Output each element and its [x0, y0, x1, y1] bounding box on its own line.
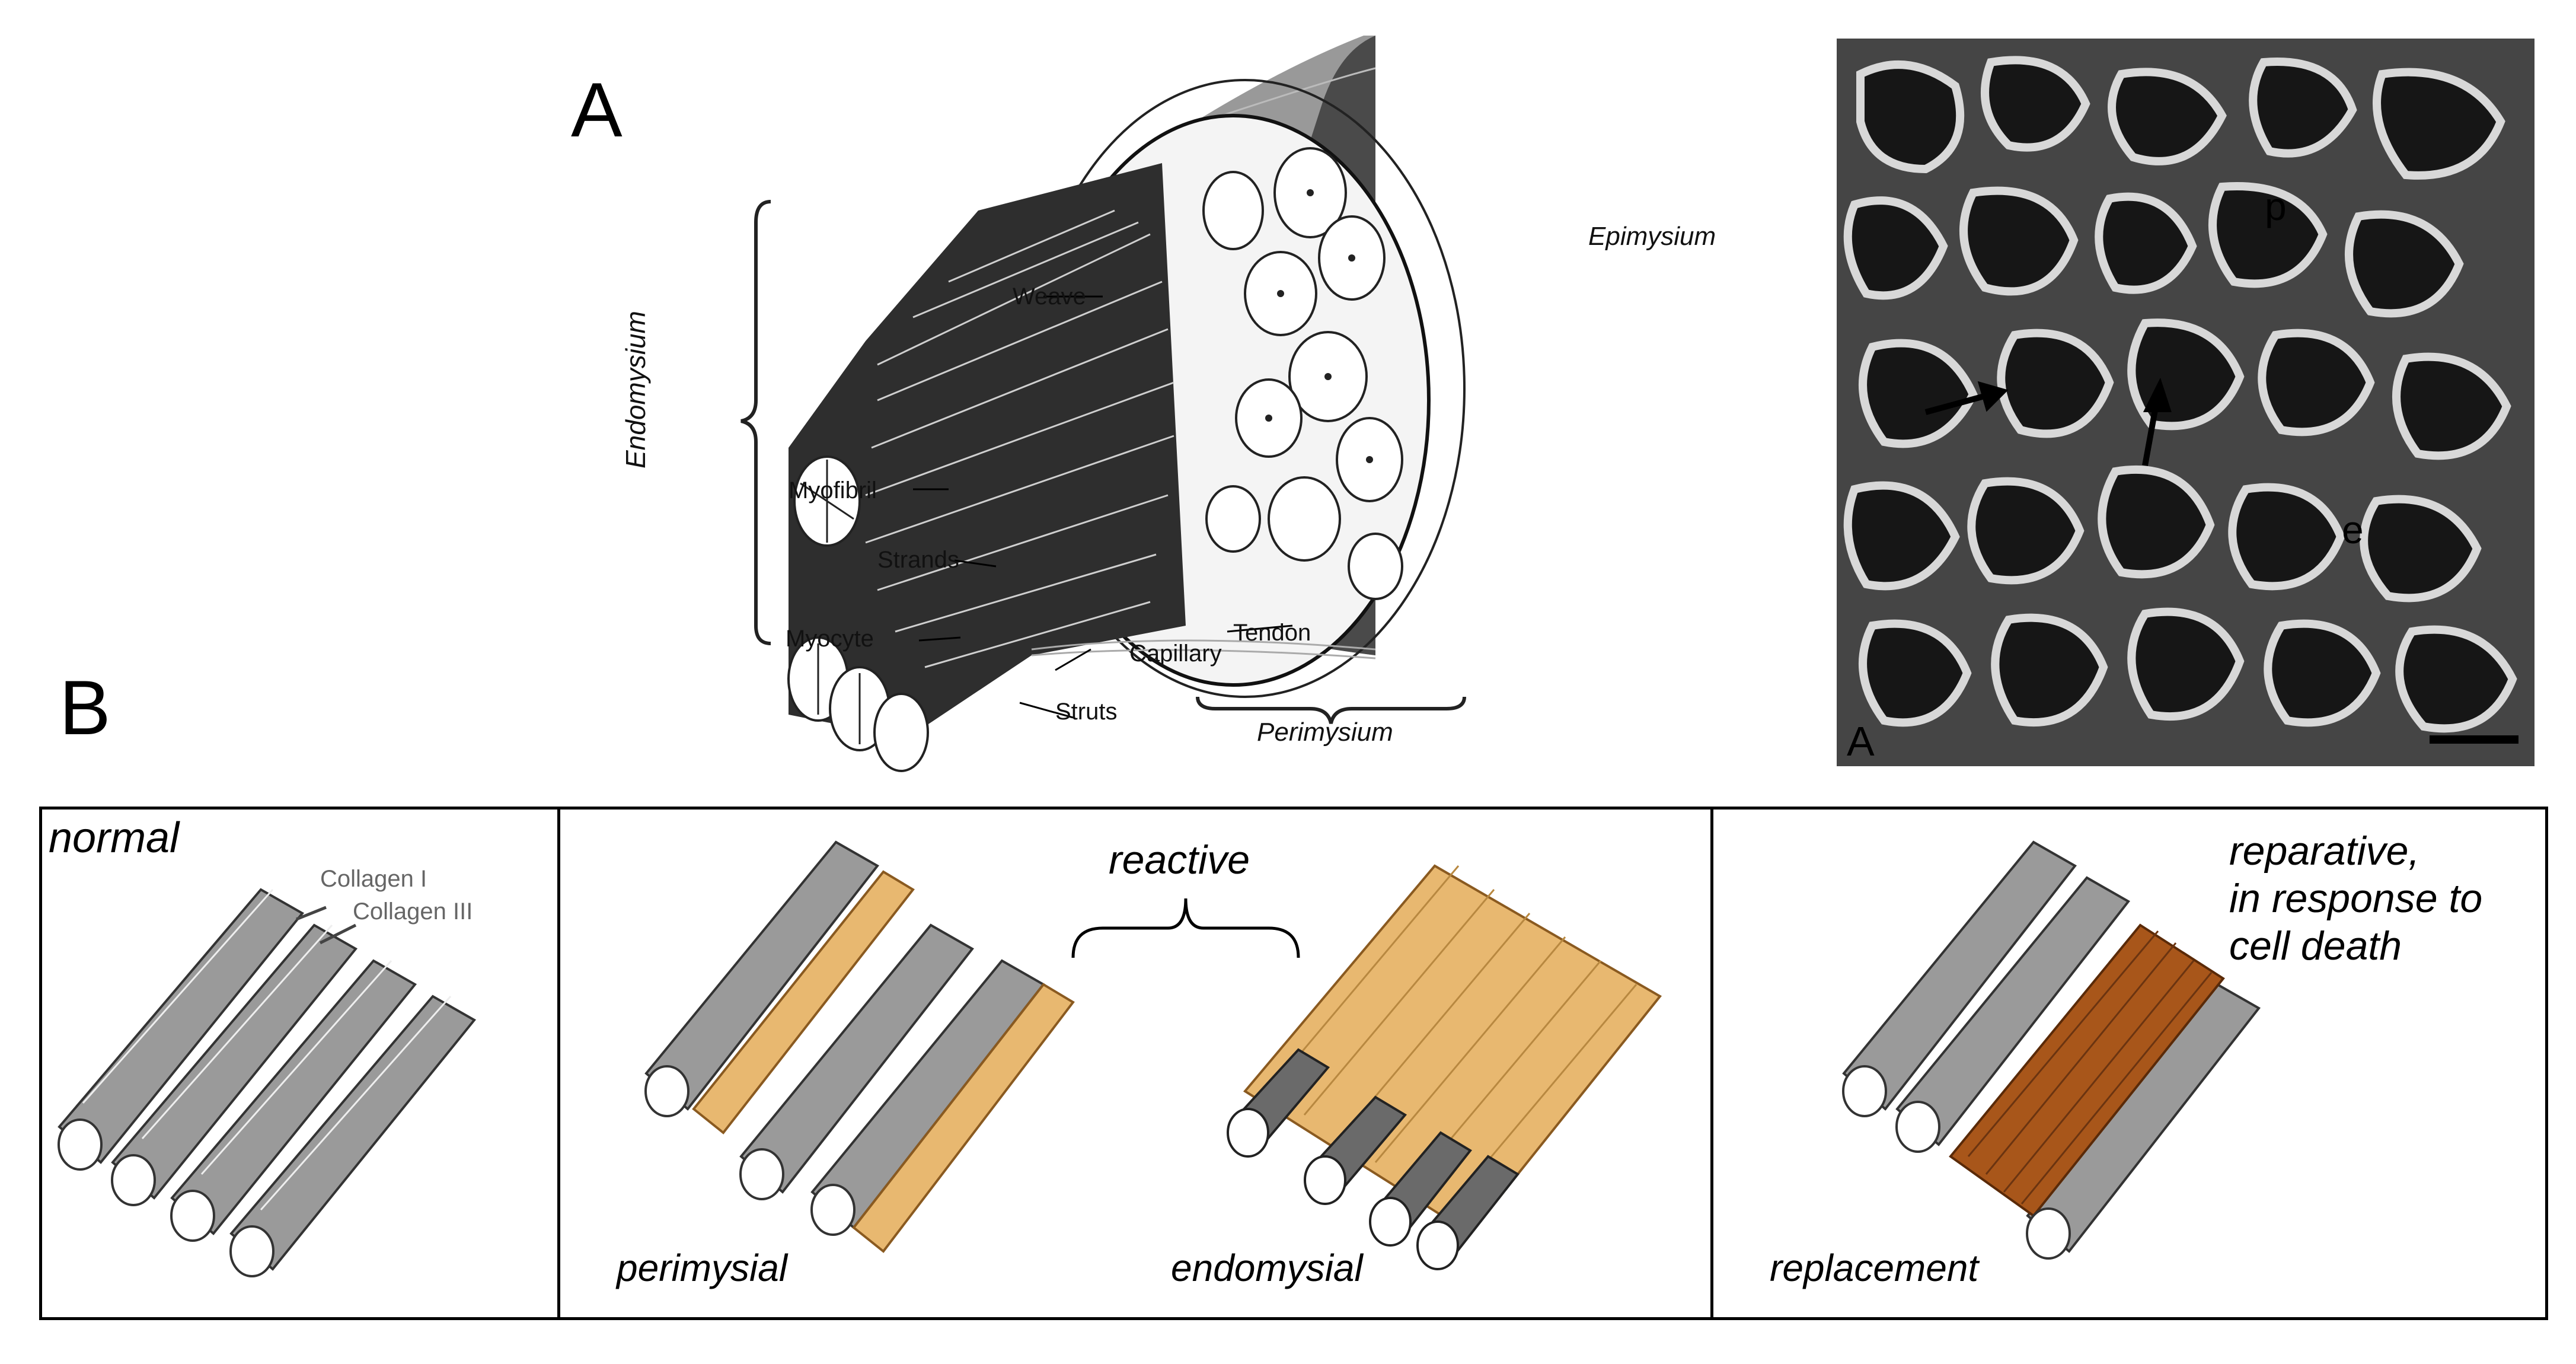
perimysial-caption: perimysial [617, 1247, 788, 1289]
replacement-fibers-drawing [1842, 840, 2261, 1260]
panel-b-divider-1 [557, 807, 560, 1320]
struts-label: Struts [1055, 699, 1118, 725]
endomysium-label: Endomysium [620, 311, 651, 469]
tendon-label: Tendon [1233, 620, 1311, 646]
sem-panel-letter: A [1847, 718, 1875, 764]
panel-a-letter: A [571, 66, 623, 153]
normal-fibers-drawing [58, 888, 477, 1277]
replacement-title-line1: reparative, [2229, 828, 2420, 874]
replacement-title-line3: cell death [2229, 923, 2402, 968]
perimysial-fibers-drawing [644, 840, 1075, 1253]
myocyte-label: Myocyte [786, 626, 874, 652]
myofibril-label: Myofibril [789, 477, 877, 503]
collagen-1-label: Collagen I [320, 866, 427, 892]
epimysium-label: Epimysium [1580, 219, 1725, 254]
sem-label-p: p [2265, 184, 2287, 228]
endomysial-caption: endomysial [1171, 1247, 1363, 1289]
sem-label-e: e [2342, 508, 2364, 552]
normal-title: normal [49, 814, 180, 862]
reactive-brace [1071, 898, 1300, 958]
replacement-title-line2: in response to [2229, 876, 2483, 921]
panel-b-letter: B [59, 664, 111, 751]
strands-label: Strands [877, 547, 959, 573]
weave-label: Weave [1013, 283, 1086, 310]
panel-b-divider-2 [1710, 807, 1713, 1320]
perimysium-label: Perimysium [1257, 718, 1393, 747]
panel-b-frame [39, 807, 2548, 1320]
reactive-title: reactive [1109, 837, 1250, 882]
endomysial-fibers-drawing [1227, 864, 1662, 1270]
collagen-3-label: Collagen III [353, 898, 473, 925]
replacement-caption: replacement [1770, 1247, 1979, 1289]
sem-micrograph [1837, 39, 2534, 766]
capillary-label: Capillary [1129, 640, 1222, 667]
muscle-anatomy-drawing [740, 36, 1466, 772]
